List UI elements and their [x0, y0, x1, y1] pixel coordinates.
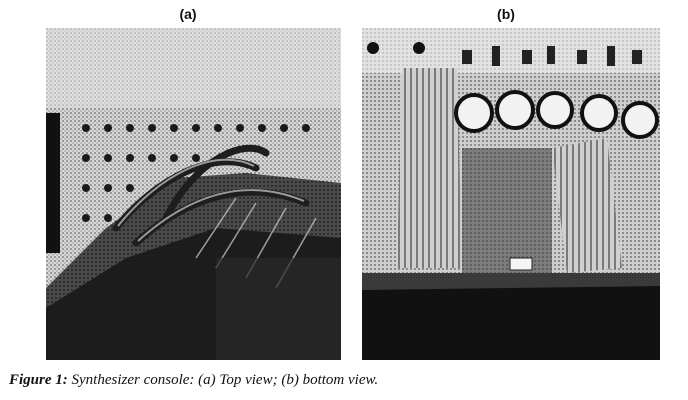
figure-label: Figure 1: [9, 372, 68, 388]
figure-caption-text: Synthesizer console: (a) Top view; (b) b… [67, 372, 379, 388]
photo-top-view [46, 28, 341, 360]
panel-a-label: (a) [179, 6, 197, 22]
figure-caption: Figure 1: Synthesizer console: (a) Top v… [9, 372, 378, 389]
photo-bottom-view [362, 28, 660, 360]
photo-bottom-view-image [362, 28, 660, 360]
panel-b-label: (b) [497, 6, 515, 22]
photo-top-view-image [46, 28, 341, 360]
